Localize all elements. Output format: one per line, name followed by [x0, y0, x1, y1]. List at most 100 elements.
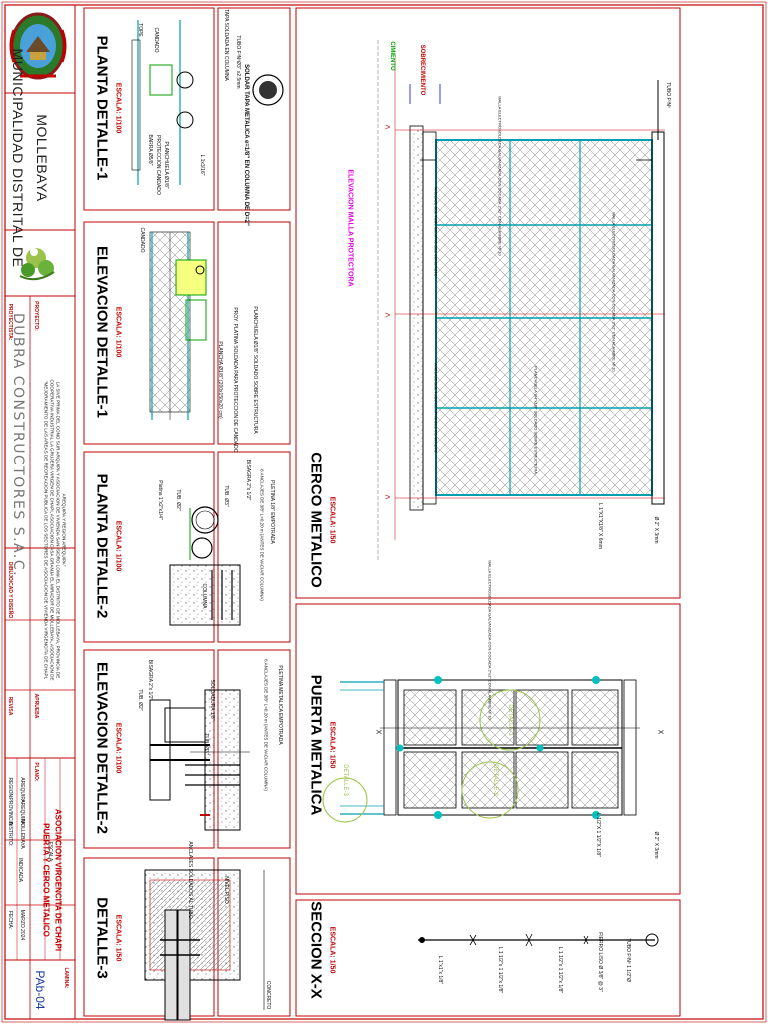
planta2-tub2: TUB. Ø3" — [223, 485, 229, 507]
plan-detail-2 — [169, 506, 241, 626]
section-xx — [418, 933, 659, 947]
region-label: REGION: — [7, 777, 13, 799]
svg-text:>: > — [385, 492, 390, 502]
planta1-barra: BARRA Ø5/8" — [147, 134, 153, 166]
project-text-2: COOPERATIVA INDUSTRIAL LA GRUJERA VIRGEN… — [49, 379, 55, 681]
cerco-anclaje: ANCLAJE DEL TUBO DENTRO DEL CONCRETO — [433, 187, 439, 277]
contractor-logo — [19, 248, 55, 281]
planta2-pletina2: Platina 1"x2"x1/4" — [157, 480, 163, 520]
seccion-tubo: TUBO FºNº 1 1/2"Ø — [625, 938, 631, 982]
distrito-value: MOLLEBAYA — [19, 819, 25, 849]
elev2-scale: ESCALA: 1/100 — [114, 722, 122, 774]
title-block — [4, 4, 76, 1020]
cerco-cimiento: CIMIENTO — [389, 41, 395, 71]
elev1-plancha: PLANCHA Ø1/8" (200x150x20 cm) — [217, 341, 223, 419]
det3-c: CONCRETO — [265, 980, 271, 1010]
design-label: DIBUJO/CAD Y DISEÑO — [7, 561, 13, 619]
gate-elevation — [322, 676, 640, 823]
planta1-tapa: TAPA SOLDADA EN COLUMNA — [223, 9, 229, 81]
svg-text:>: > — [385, 310, 390, 320]
plano-label: PLANO: — [33, 762, 39, 782]
planta2-scale: ESCALA: 1/100 — [114, 520, 122, 572]
seccion-scale: ESCALA: 1/50 — [328, 926, 336, 974]
cerco-title: CERCO METALICO — [307, 452, 325, 588]
det3-a: ANCLAJES SOLDADOS AL TUBO — [187, 841, 193, 919]
fecha-label: FECHA: — [7, 910, 13, 930]
elev2-tub1: TUB. Ø2" — [137, 689, 143, 711]
plan-detail-1 — [131, 20, 284, 185]
planta1-proteccion: PROTECCION CANDADO — [155, 135, 161, 195]
lamina-value: PAb-04 — [33, 970, 47, 1010]
fecha-value: MARZO 2024 — [19, 909, 25, 941]
planta2-title: PLANTA DETALLE-2 — [93, 473, 111, 619]
puerta-detalle-1: DETALLE-1 — [507, 704, 513, 736]
planta1-tope: TOPE — [137, 23, 143, 37]
lamina-label: LAMINA: — [63, 967, 69, 989]
plano-title-2: ASOCIACION VIRGENCITA DE CHAPI — [53, 808, 63, 952]
elev2-tub2: TUB. Ø3" — [203, 733, 209, 755]
planta1-scale: ESCALA: 1/100 — [114, 82, 122, 134]
seccion-fierro: FIERRO LISO Ø 3/8" @ 3" — [597, 932, 603, 992]
planta2-columna: COLUMNA — [201, 583, 207, 609]
planta2-pletina: PLETINA 1/8" EMPOTRADA — [269, 480, 275, 544]
svg-text:>: > — [385, 122, 390, 132]
project-text-3: LA SIVE PRIMA DEL CONO SUR ARQUIPA Y ASO… — [55, 381, 61, 679]
elev1-proy: PROY. PLATINA SOLDADA PARA PROTECCION DE… — [232, 307, 238, 453]
cerco-malla: MALLA ELECTROSOLDADA GALVANIZADA CON COC… — [497, 96, 503, 256]
seccion-l2: L 1 1/2"x 1 1/2"x 1/8" — [497, 946, 503, 994]
seccion-title: SECCION X-X — [307, 901, 325, 999]
elev1-scale: ESCALA: 1/100 — [114, 306, 122, 358]
cerco-elev-label: ELEVACION MALLA PROTECTORA — [346, 169, 354, 287]
cerco-malla-2: MALLA ELECTROSOLDADA GALVANIZADA CON COC… — [611, 212, 617, 372]
municipality-name-1: MUNICIPALIDAD DISTRITAL DE — [10, 48, 26, 268]
elev1-planchuela: PLANCHUELA Ø1/8" SOLDADO SOBRE ESTRUCTUR… — [252, 306, 258, 434]
contractor-name: DUBRA CONSTRUCTORES S.A.C. — [10, 312, 26, 578]
planta2-tub1: TUB. Ø2" — [175, 489, 181, 511]
cerco-scale: ESCALA: 1/50 — [328, 496, 336, 544]
elev2-anc: 6 ANCLAJES DE 3/8" L=0.20 m (ANTES DE VA… — [263, 659, 269, 791]
det3-b: NIVEL PISO — [223, 876, 229, 904]
planta2-bisagra: BISAGRA 2"x 1/2" — [245, 459, 251, 501]
project-text-4: AREQUIPA Y REGION AREQUIPA" — [61, 493, 67, 567]
puerta-detalle-3: DETALLE-3 — [342, 764, 348, 796]
planta1-title: PLANTA DETALLE-1 — [93, 35, 111, 181]
elev1-candado: CANDADO — [139, 227, 145, 253]
plano-title-1: PUERTA Y CERCO METALICO — [41, 823, 51, 937]
cerco-angulo: L 1"X1"X1/8" X 6mm — [597, 503, 603, 549]
elev2-title: ELEVACION DETALLE-2 — [93, 662, 111, 834]
puerta-angulo: L 1/2"X 1 1/2"X 1/8" — [595, 813, 601, 857]
det3-scale: ESCALA: 1/50 — [114, 914, 122, 962]
planta1-soldar: SOLDAR TAPA METALICA e=1/8" EN COLUMNA D… — [243, 64, 249, 226]
distrito-label: DISTRITO: — [7, 821, 13, 847]
planta1-planchuela: PLANCHUELA Ø1/8" — [163, 141, 169, 189]
puerta-tubo: Ø 2" X 3mm — [653, 831, 659, 859]
project-text-1: "MEJORAMIENTO DE LAS AREAS DE RECREACION… — [43, 380, 49, 680]
cerco-sobrecimiento: SOBRECIMIENTO — [419, 44, 425, 96]
planta1-candado: CANDADO — [153, 27, 159, 53]
cerco-tubo: TUBO FºNº — [665, 82, 671, 108]
puerta-scale: ESCALA: 1/50 — [328, 721, 336, 769]
elev2-soldadura: SOLDADURA 1/8" — [209, 679, 215, 721]
planta2-angulo: 6 ANCLAJES DE 3/8" L=0.20 m (ANTES DE VA… — [259, 469, 265, 601]
elev2-pletina: PLETINA METALICA EMPOTRADA — [277, 665, 283, 745]
detail-3 — [144, 869, 265, 1021]
elev-detail-1 — [149, 231, 207, 420]
puerta-title: PUERTA METALICA — [307, 674, 325, 816]
project-label: PROYECTO: — [33, 301, 39, 331]
cerco-tubo-note: Ø 2" X 3mm — [653, 516, 659, 544]
elev-detail-2 — [149, 689, 250, 831]
det3-title: DETALLE-3 — [93, 897, 111, 979]
puerta-detalle-2: DETALLE-2 — [492, 764, 498, 796]
planta1-l: L 1x3/16" — [199, 154, 205, 176]
puerta-x-left: X — [374, 729, 382, 735]
puerta-malla: MALLA ELECTROSOLDADA GALVANIZADA CON COC… — [487, 560, 493, 720]
escala-value: INDICADA — [17, 858, 23, 882]
municipality-name-2: MOLLEBAYA — [34, 114, 50, 202]
elev1-title: ELEVACION DETALLE-1 — [93, 246, 111, 418]
elev2-bisagra: BISAGRA 2"x 1/2" — [147, 659, 153, 701]
municipality-crest — [9, 12, 67, 80]
fence-elevation: > > > — [377, 40, 665, 560]
revisa-label: REVISA — [7, 696, 13, 716]
